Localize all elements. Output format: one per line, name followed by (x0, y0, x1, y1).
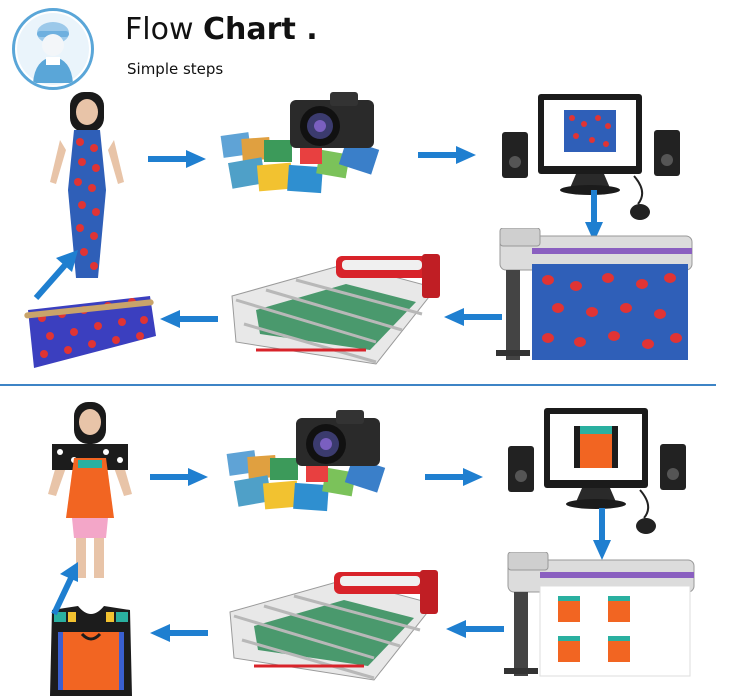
arrow-right-icon (425, 468, 483, 486)
design-photos (218, 90, 390, 202)
arrow-right-icon (148, 150, 206, 168)
desktop-computer-icon (502, 94, 680, 220)
mascot-icon (17, 13, 89, 85)
printer (500, 552, 700, 678)
fabric-roll (22, 292, 158, 372)
large-format-printer-icon (504, 552, 695, 677)
printed-fabric-roll-icon (24, 296, 156, 368)
camera-photos-icon (226, 410, 386, 512)
camera-photos-icon (220, 92, 380, 194)
arrow-left-icon (446, 620, 504, 638)
arrow-left-icon (150, 624, 208, 642)
woman-dress-icon (50, 92, 124, 278)
desktop-computer-icon (508, 408, 686, 534)
arrow-right-icon (418, 146, 476, 164)
computer (504, 406, 696, 536)
heat-press (226, 250, 442, 376)
heat-press (224, 566, 440, 690)
rotary-heat-press-icon (231, 254, 440, 365)
arrow-right-icon (150, 468, 208, 486)
design-photos (224, 408, 396, 520)
rotary-heat-press-icon (229, 570, 438, 681)
arrow-down-icon (585, 190, 603, 242)
arrow-up-right-icon (33, 250, 78, 300)
page-subtitle: Simple steps (127, 60, 224, 78)
model-dress (42, 90, 132, 282)
arrow-up-right-icon (51, 562, 78, 616)
arrow-down-icon (593, 508, 611, 560)
logo (12, 8, 94, 90)
printed-vest-panel-icon (50, 606, 132, 696)
arrow-left-icon (444, 308, 502, 326)
large-format-printer-icon (496, 228, 693, 360)
section-divider (0, 384, 716, 386)
page-title: Flow Chart . (125, 12, 318, 47)
printer (492, 228, 696, 362)
arrow-left-icon (160, 310, 218, 328)
model-vest (44, 400, 136, 580)
garment-vest (46, 604, 136, 698)
computer (498, 92, 690, 224)
woman-vest-icon (48, 402, 132, 578)
